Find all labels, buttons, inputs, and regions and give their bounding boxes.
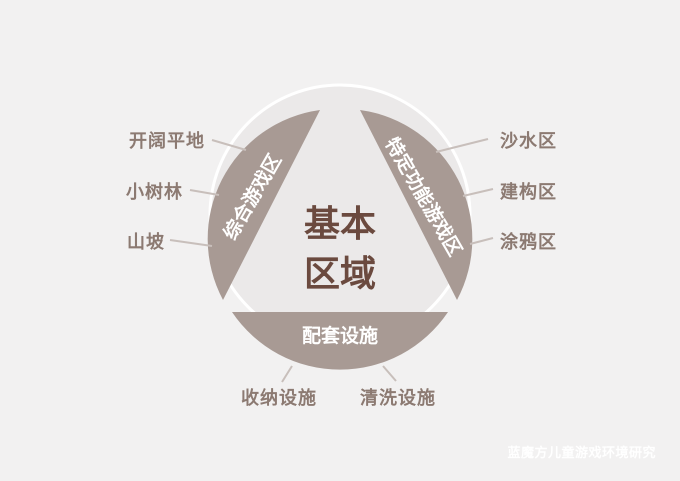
watermark: 蓝魔方儿童游戏环境研究 [507, 446, 656, 461]
left-item-grove: 小树林 [126, 182, 183, 203]
segment-bottom [232, 312, 448, 370]
connector-right-2 [462, 188, 494, 197]
center-title-line2: 区域 [304, 254, 376, 295]
center-title-line1: 基本 [304, 204, 376, 245]
segment-bottom-label: 配套设施 [302, 324, 378, 347]
connector-bottom-2 [382, 365, 397, 382]
connector-left-1 [211, 139, 247, 151]
right-item-construction: 建构区 [500, 182, 557, 203]
right-item-graffiti: 涂鸦区 [500, 232, 557, 253]
right-item-sand-water: 沙水区 [500, 131, 557, 152]
connector-left-2 [189, 189, 220, 196]
bottom-item-storage: 收纳设施 [241, 388, 317, 409]
segment-left [207, 110, 320, 300]
connector-bottom-1 [281, 365, 293, 383]
connector-left-3 [169, 239, 213, 247]
connector-right-1 [435, 138, 489, 153]
segment-right [360, 110, 473, 300]
left-item-hill: 山坡 [127, 232, 165, 253]
left-item-open-ground: 开阔平地 [129, 131, 205, 152]
bottom-item-washing: 清洗设施 [360, 388, 436, 409]
connector-right-3 [469, 237, 494, 245]
